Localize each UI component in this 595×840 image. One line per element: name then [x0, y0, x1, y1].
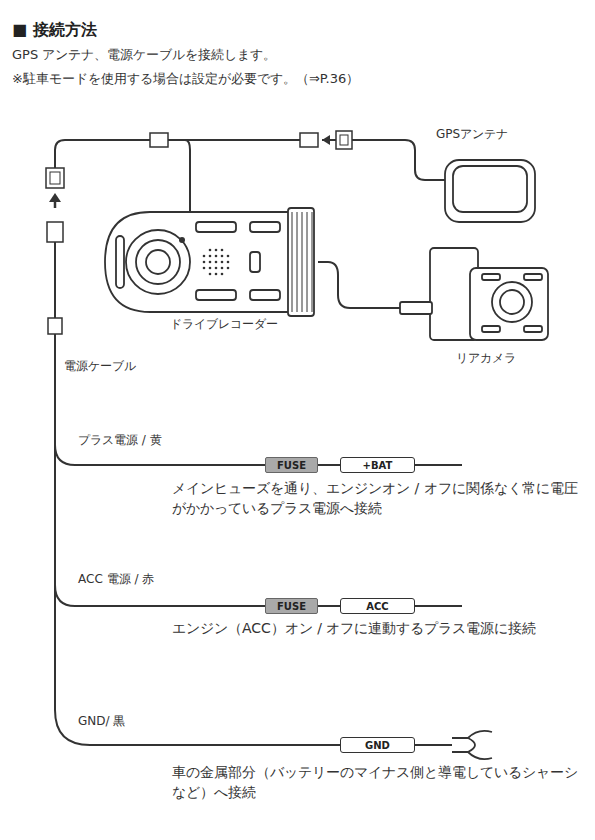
box-label: FUSE [277, 460, 306, 471]
box-label: GND [365, 740, 390, 751]
wire-connector [318, 605, 340, 607]
part-name: ドライブレコーダー [170, 316, 278, 333]
wire-note: 車の金属部分（バッテリーのマイナス側と導電しているシャーシなど）へ接続 [172, 762, 582, 803]
section-title: ■ 接続方法 [12, 18, 97, 41]
wire-note: メインヒューズを通り、エンジンオン / オフに関係なく常に電圧がかかっているプラ… [172, 478, 582, 519]
box-label: ACC [366, 601, 388, 612]
wire-name: GND/ 黒 [78, 713, 125, 730]
note-text: ※駐車モードを使用する場合は設定が必要です。（⇒P.36） [12, 70, 359, 89]
terminal-box: +BAT [340, 457, 415, 473]
part-name: リアカメラ [456, 350, 516, 367]
terminal-box: GND [340, 737, 415, 753]
part-name: 電源ケーブル [64, 358, 136, 375]
wire-name: プラス電源 / 黄 [78, 432, 162, 449]
box-label: +BAT [363, 460, 393, 471]
fuse-box: FUSE [265, 598, 318, 614]
fuse-box: FUSE [265, 457, 318, 473]
wire-note: エンジン（ACC）オン / オフに連動するプラス電源に接続 [172, 618, 572, 638]
part-name: GPSアンテナ [436, 126, 508, 143]
intro-text: GPS アンテナ、電源ケーブルを接続します。 [12, 46, 276, 65]
terminal-box: ACC [340, 598, 415, 614]
box-label: FUSE [277, 601, 306, 612]
wire-connector [318, 464, 340, 466]
wire-name: ACC 電源 / 赤 [78, 571, 154, 588]
